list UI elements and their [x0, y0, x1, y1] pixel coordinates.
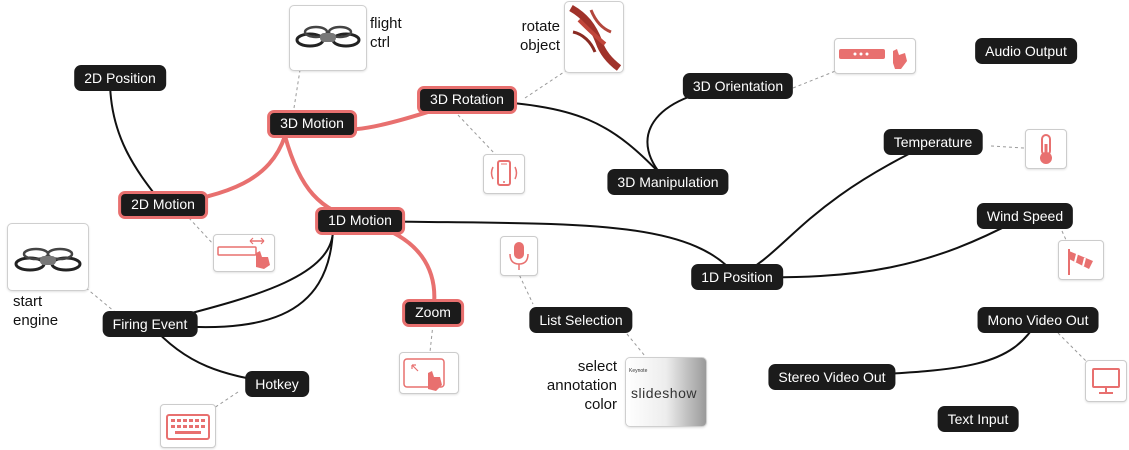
drone-thumbnail: [289, 5, 367, 71]
link-listsel-slideshow: [626, 333, 646, 357]
node-temperature: Temperature: [883, 129, 983, 155]
drone-thumbnail-start-engine: [7, 223, 89, 291]
node-3d-motion: 3D Motion: [267, 110, 357, 138]
tablet-icon-box: [399, 352, 459, 394]
thermometer-icon-box: [1025, 129, 1067, 169]
lobster-icon: [569, 4, 622, 71]
keyboard-icon: [166, 414, 210, 440]
node-3d-manipulation: 3D Manipulation: [607, 169, 729, 195]
link-rotation-object: [524, 67, 571, 99]
drone-icon: [14, 247, 82, 272]
node-1d-motion: 1D Motion: [315, 207, 405, 235]
edge-1dmotion-1dposition: [359, 220, 738, 278]
slideshow-thumbnail: Keynote slideshow: [625, 357, 707, 427]
slideshow-app-name: Keynote: [629, 368, 648, 374]
node-firing-event: Firing Event: [102, 311, 198, 337]
link-temperature-thermo: [990, 145, 1025, 149]
node-hotkey: Hotkey: [245, 371, 309, 397]
link-mono-monitor: [1057, 332, 1091, 366]
monitor-icon: [1092, 368, 1120, 394]
link-3dmotion-drone: [293, 69, 301, 109]
windsock-icon-box: [1058, 240, 1104, 280]
node-mono-video-out: Mono Video Out: [977, 307, 1099, 333]
edge-3dorientation-3dmanipulation: [646, 85, 739, 183]
slideshow-title: slideshow: [631, 385, 697, 401]
node-stereo-video-out: Stereo Video Out: [768, 364, 896, 390]
link-zoom-tablet: [429, 323, 434, 353]
node-3d-orientation: 3D Orientation: [682, 73, 794, 99]
node-3d-rotation: 3D Rotation: [417, 86, 517, 114]
mic-icon-box: [500, 236, 538, 276]
microphone-icon: [509, 242, 529, 270]
thermometer-icon: [1040, 134, 1052, 164]
monitor-icon-box: [1085, 360, 1127, 402]
phone-icon-box: [483, 154, 525, 194]
node-list-selection: List Selection: [529, 307, 633, 333]
windsock-icon: [1068, 249, 1093, 275]
object-thumbnail: [564, 1, 624, 73]
kinect-icon-box: [834, 38, 916, 74]
smartphone-icon: [490, 160, 518, 186]
node-2d-motion: 2D Motion: [118, 191, 208, 219]
node-zoom: Zoom: [402, 299, 464, 327]
link-firing-drone: [85, 287, 116, 313]
slider-touch-icon: [217, 237, 270, 269]
link-2dmotion-slider: [188, 217, 215, 246]
node-audio-output: Audio Output: [975, 38, 1077, 64]
keyboard-icon-box: [160, 404, 216, 448]
edge-2dposition-2dmotion: [109, 79, 164, 206]
link-orientation-kinect: [792, 69, 839, 89]
node-wind-speed: Wind Speed: [976, 203, 1074, 229]
node-1d-position: 1D Position: [691, 264, 783, 290]
tablet-pinch-icon: [403, 358, 445, 391]
node-2d-position: 2D Position: [74, 65, 166, 91]
edge-1dposition-temperature: [736, 141, 934, 278]
node-text-input: Text Input: [937, 406, 1019, 432]
slider-icon-box: [213, 234, 275, 272]
drone-icon: [295, 25, 361, 48]
edges: [109, 79, 1039, 385]
link-rotation-phone: [457, 114, 497, 156]
kinect-hand-icon: [839, 49, 907, 69]
